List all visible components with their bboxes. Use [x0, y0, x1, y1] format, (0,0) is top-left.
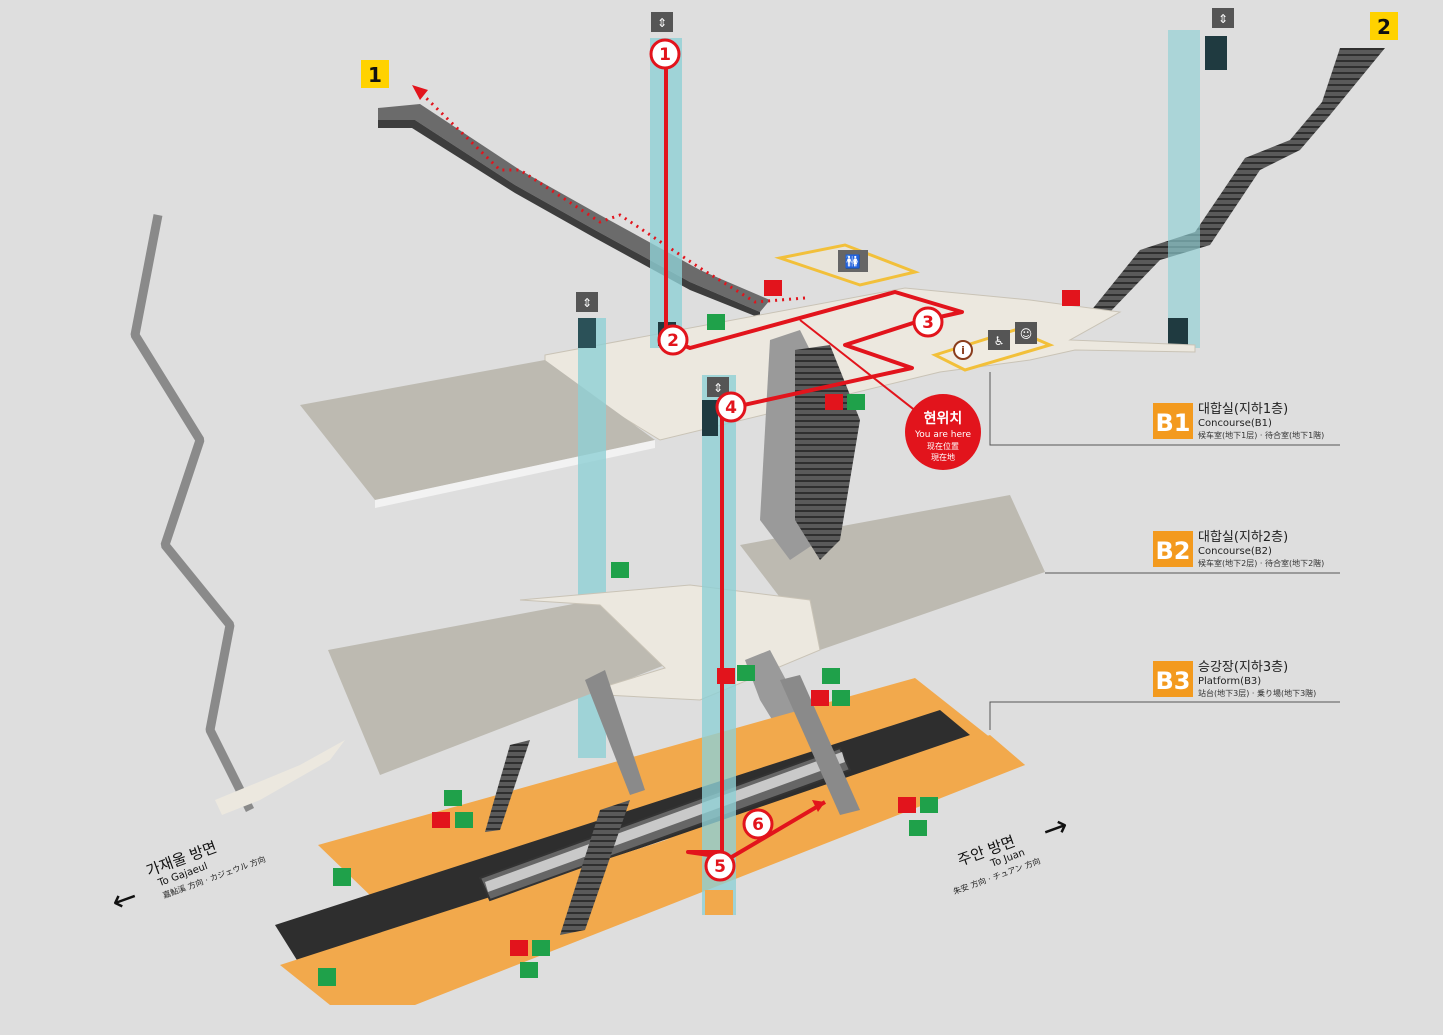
direction-right: 주안 방면 To Juan 朱安 方向 · チュアン 方向 →	[952, 808, 1074, 897]
wheelchair-lift-icon: ♿	[988, 330, 1010, 350]
platform-elevator-shaft	[702, 375, 736, 915]
level-b1-name-sub: 候车室(地下1层) · 待合室(地下1階)	[1198, 430, 1324, 440]
level-b1-label: B1 대합실(지하1층) Concourse(B1) 候车室(地下1层) · 待…	[1153, 402, 1324, 440]
emergency-phone-icon	[444, 314, 938, 978]
route-step-1: 1	[649, 38, 681, 70]
exit-1-route-dotted	[418, 90, 806, 304]
you-are-here-en: You are here	[914, 430, 972, 440]
fire-extinguisher-icon	[432, 280, 1080, 956]
exit-2-label: 2	[1377, 15, 1391, 39]
svg-text:⇕: ⇕	[1218, 12, 1228, 26]
svg-text:B2: B2	[1156, 537, 1191, 565]
svg-text:⇕: ⇕	[713, 381, 723, 395]
exit-2-badge: 2	[1370, 12, 1398, 40]
exit-1-route-arrow	[412, 85, 428, 100]
level-b2-name-ko: 대합실(지하2층)	[1198, 530, 1288, 545]
exit-2-stairway	[1090, 48, 1385, 312]
platform-stairways	[485, 670, 860, 935]
b2-left-walkway	[215, 740, 345, 815]
route-step-2: 2	[657, 324, 689, 356]
level-b3-label: B3 승강장(지하3층) Platform(B3) 站台(地下3层) · 乗り場…	[1153, 660, 1316, 698]
elevator-icon: ⇕	[707, 377, 729, 397]
b1-leader-line	[989, 372, 1340, 446]
arrow-left-icon: ←	[107, 879, 143, 920]
svg-text:♿: ♿	[994, 334, 1005, 348]
you-are-here-ko: 현위치	[924, 411, 963, 427]
left-stairway	[130, 214, 255, 813]
b3-leader-line	[989, 701, 1340, 730]
level-b2-name-en: Concourse(B2)	[1198, 546, 1272, 557]
svg-text:B1: B1	[1156, 409, 1191, 437]
svg-text:⇕: ⇕	[582, 296, 592, 310]
elevator-icon: ⇕	[576, 292, 598, 312]
you-are-here-zh: 现在位置	[927, 441, 959, 451]
svg-text:2: 2	[667, 331, 679, 351]
exit-2-elevator-shaft	[1168, 30, 1227, 348]
svg-text:☺: ☺	[1020, 327, 1033, 341]
level-b1-name-ko: 대합실(지하1층)	[1198, 402, 1288, 417]
b1-concourse-floor-left	[300, 360, 655, 500]
level-b3-name-sub: 站台(地下3层) · 乗り場(地下3階)	[1198, 688, 1316, 698]
you-are-here-ja: 現在地	[931, 452, 955, 462]
nursing-room-icon: ☺	[1015, 322, 1037, 344]
route-step-5: 5	[704, 850, 736, 882]
exit-1-stairway	[378, 104, 770, 318]
svg-text:B3: B3	[1156, 667, 1191, 695]
b2-concourse-floor-left	[328, 598, 665, 775]
svg-text:6: 6	[752, 815, 764, 835]
svg-text:⇕: ⇕	[657, 16, 667, 30]
route-step-4: 4	[715, 391, 747, 423]
route-arrow-head	[812, 800, 825, 812]
route-step-3: 3	[912, 306, 944, 338]
direction-left: ← 가재울 방면 To Gajaeul 嘉鮎溪 方向 · カジェウル 方向	[107, 838, 267, 920]
svg-text:🚻: 🚻	[845, 254, 861, 270]
svg-text:4: 4	[725, 398, 737, 418]
arrow-right-icon: →	[1038, 808, 1074, 849]
elevator-icon: ⇕	[651, 12, 673, 32]
level-b3-name-ko: 승강장(지하3층)	[1198, 660, 1288, 675]
exit-1-label: 1	[368, 63, 382, 87]
level-b2-label: B2 대합실(지하2층) Concourse(B2) 候车室(地下2层) · 待…	[1153, 530, 1324, 568]
info-icon: i	[953, 340, 973, 360]
emergency-exit-icon	[318, 868, 351, 986]
b1-concourse-corridor	[544, 287, 1196, 441]
svg-text:1: 1	[659, 45, 671, 65]
route-step-6: 6	[742, 808, 774, 840]
level-b1-name-en: Concourse(B1)	[1198, 418, 1272, 429]
level-b3-name-en: Platform(B3)	[1198, 676, 1261, 687]
elevator-icon: ⇕	[1212, 8, 1234, 28]
you-are-here-marker: 현위치 You are here 现在位置 現在地	[905, 394, 981, 470]
restroom-icon: 🚻	[838, 250, 868, 272]
svg-text:3: 3	[922, 313, 934, 333]
exit-1-badge: 1	[361, 60, 389, 88]
level-b2-name-sub: 候车室(地下2层) · 待合室(地下2階)	[1198, 558, 1324, 568]
route-path	[664, 58, 964, 860]
svg-text:i: i	[961, 344, 965, 357]
b3-platform-upper	[318, 678, 1025, 900]
svg-text:5: 5	[714, 857, 726, 877]
